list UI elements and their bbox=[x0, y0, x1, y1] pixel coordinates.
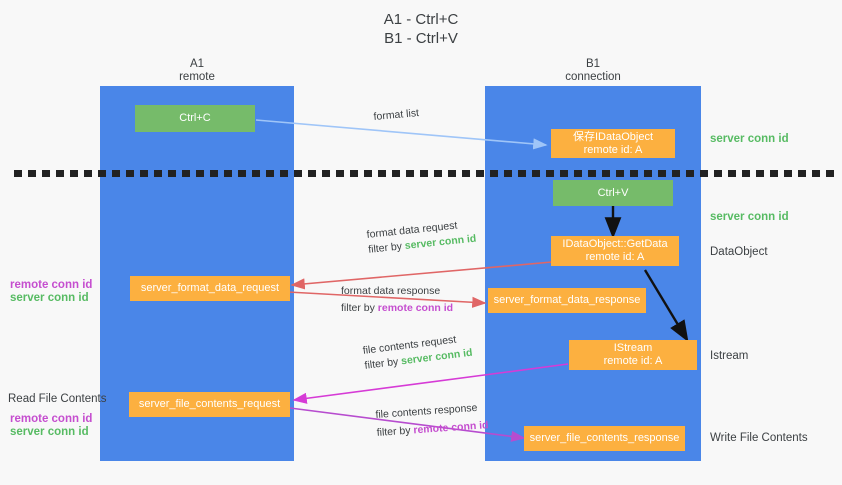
node-getdata-line1: IDataObject::GetData bbox=[562, 238, 668, 250]
node-ctrl-c[interactable]: Ctrl+C bbox=[135, 105, 255, 132]
edge-label-format-data-request: format data request filter by server con… bbox=[366, 217, 477, 258]
left-label-read-file-contents: Read File Contents bbox=[8, 393, 107, 405]
edge-label-file-contents-request: file contents request filter by server c… bbox=[362, 331, 473, 374]
edge-label-format-list: format list bbox=[373, 106, 420, 125]
node-save-idataobject-line1: 保存IDataObject bbox=[572, 130, 654, 143]
page-title: A1 - Ctrl+C B1 - Ctrl+V bbox=[0, 10, 842, 48]
title-line-2: B1 - Ctrl+V bbox=[384, 30, 458, 47]
node-server-file-contents-request[interactable]: server_file_contents_request bbox=[129, 392, 290, 417]
edge-label-format-list-text: format list bbox=[373, 107, 420, 123]
filter-prefix: filter by bbox=[363, 355, 402, 372]
node-istream-line2: remote id: A bbox=[603, 355, 663, 367]
column-header-b1-name: B1 bbox=[585, 58, 601, 70]
title-line-1: A1 - Ctrl+C bbox=[383, 11, 459, 28]
node-server-file-contents-response-label: server_file_contents_response bbox=[529, 432, 680, 444]
node-getdata-line2: remote id: A bbox=[585, 251, 645, 263]
node-ctrl-c-label: Ctrl+C bbox=[179, 112, 211, 124]
filter-prefix: filter by bbox=[341, 302, 378, 314]
edge-label-format-data-response-filter: filter by remote conn id bbox=[341, 301, 453, 316]
node-server-format-data-request[interactable]: server_format_data_request bbox=[130, 276, 290, 301]
left-label-server-conn-id-2: server conn id bbox=[10, 426, 89, 438]
phase-divider bbox=[14, 170, 834, 177]
node-istream[interactable]: IStream remote id: A bbox=[569, 340, 697, 370]
column-header-a1-sub: remote bbox=[179, 71, 215, 83]
node-getdata[interactable]: IDataObject::GetData remote id: A bbox=[551, 236, 679, 266]
edge-label-file-contents-response: file contents response filter by remote … bbox=[375, 400, 489, 441]
node-save-idataobject[interactable]: 保存IDataObject remote id: A bbox=[551, 129, 675, 158]
column-header-a1-name: A1 bbox=[189, 58, 205, 70]
left-label-remote-conn-id-2: remote conn id bbox=[10, 413, 93, 425]
right-label-istream: Istream bbox=[710, 350, 749, 362]
left-label-server-conn-id-1: server conn id bbox=[10, 292, 89, 304]
filter-target-remote-conn-id: remote conn id bbox=[413, 419, 489, 437]
right-label-server-conn-id-1: server conn id bbox=[710, 133, 789, 145]
node-ctrl-v[interactable]: Ctrl+V bbox=[553, 180, 673, 206]
column-header-a1: A1 remote bbox=[100, 58, 294, 84]
edge-label-format-data-response-text: format data response bbox=[341, 285, 441, 297]
right-label-server-conn-id-2: server conn id bbox=[710, 211, 789, 223]
column-header-b1: B1 connection bbox=[485, 58, 701, 84]
edge-label-format-data-response: format data response filter by remote co… bbox=[341, 284, 453, 316]
left-label-remote-conn-id-1: remote conn id bbox=[10, 279, 93, 291]
node-istream-line1: IStream bbox=[613, 342, 653, 354]
node-server-file-contents-response[interactable]: server_file_contents_response bbox=[524, 426, 685, 451]
node-server-file-contents-request-label: server_file_contents_request bbox=[138, 398, 281, 410]
right-label-write-file-contents: Write File Contents bbox=[710, 432, 808, 444]
node-save-idataobject-line2: remote id: A bbox=[583, 143, 643, 156]
node-server-format-data-response-label: server_format_data_response bbox=[493, 294, 641, 306]
right-label-dataobject: DataObject bbox=[710, 246, 768, 258]
filter-prefix: filter by bbox=[367, 240, 406, 256]
filter-prefix: filter by bbox=[376, 424, 414, 439]
column-header-b1-sub: connection bbox=[565, 71, 621, 83]
node-server-format-data-response[interactable]: server_format_data_response bbox=[488, 288, 646, 313]
node-server-format-data-request-label: server_format_data_request bbox=[140, 282, 280, 294]
node-ctrl-v-label: Ctrl+V bbox=[597, 186, 629, 199]
filter-target-remote-conn-id: remote conn id bbox=[377, 302, 454, 314]
